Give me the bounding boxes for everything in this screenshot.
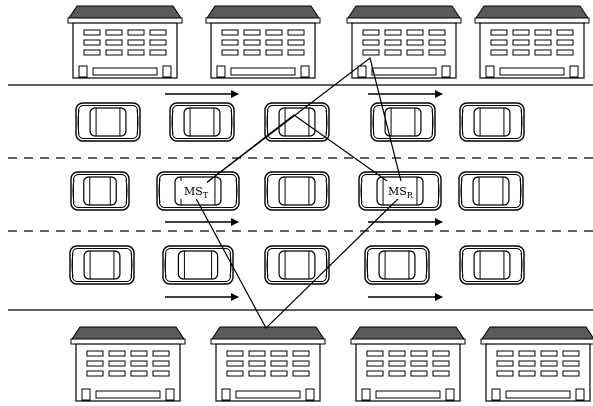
ms-transmitter-label: MST (180, 181, 209, 200)
car-icon (76, 103, 140, 141)
building-icon (347, 6, 461, 78)
car-icon (265, 246, 329, 284)
car-icon (460, 103, 524, 141)
car-icon (265, 103, 329, 141)
ms-r-sub: R (407, 191, 414, 200)
vehicles (70, 103, 524, 284)
building-icon (68, 6, 182, 78)
building-icon (71, 327, 185, 401)
car-icon (365, 246, 429, 284)
ms-r-base: MS (388, 185, 407, 198)
car-icon (70, 246, 134, 284)
building-icon (475, 6, 589, 78)
ms-receiver-label: MSR (384, 181, 414, 200)
buildings-top-row (68, 6, 589, 78)
car-icon (71, 172, 129, 210)
car-icon (163, 246, 233, 284)
car-icon (371, 103, 435, 141)
building-icon (481, 327, 593, 401)
ms-t-sub: T (203, 191, 209, 200)
building-icon (206, 6, 320, 78)
ms-t-base: MS (184, 185, 203, 198)
car-icon (460, 246, 524, 284)
building-icon (211, 327, 325, 401)
buildings-bottom-row (71, 327, 593, 401)
car-icon (265, 172, 329, 210)
building-icon (351, 327, 465, 401)
car-icon (459, 172, 523, 210)
car-icon (170, 103, 234, 141)
